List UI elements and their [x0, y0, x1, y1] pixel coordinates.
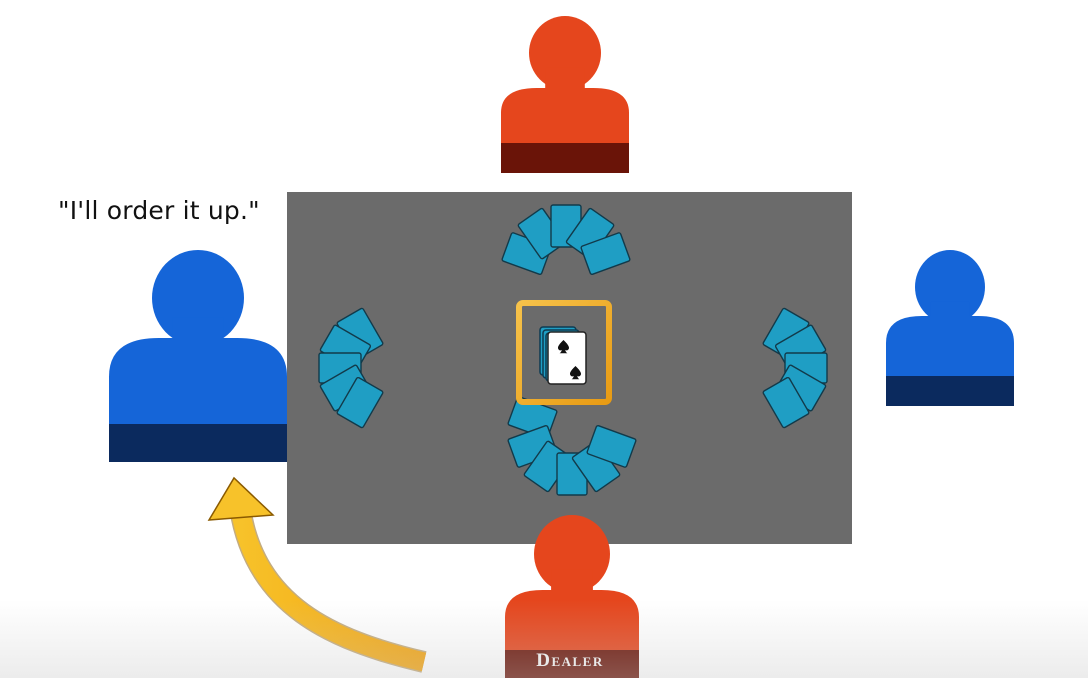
player-south-avatar — [505, 515, 639, 678]
player-west-avatar — [109, 250, 287, 462]
avatar-base — [501, 143, 629, 173]
curved-arrow-icon — [207, 476, 427, 673]
avatar-body — [505, 590, 639, 650]
hand-east — [762, 307, 828, 429]
avatar-base — [109, 424, 287, 462]
player-north-avatar — [501, 16, 629, 173]
dealer-label: Dealer — [536, 650, 604, 671]
spade-icon — [558, 340, 569, 354]
turned-up-card — [547, 331, 587, 385]
card-back — [580, 232, 631, 276]
spade-icon — [570, 366, 581, 380]
kitty[interactable] — [516, 300, 612, 405]
avatar-body — [109, 338, 287, 424]
avatar-body — [886, 316, 1014, 376]
player-east-avatar — [886, 250, 1014, 406]
avatar-body — [501, 88, 629, 143]
card-back — [336, 376, 384, 429]
card-back — [762, 376, 810, 429]
hand-west — [318, 307, 384, 429]
kitty-frame — [516, 300, 612, 405]
avatar-base — [505, 650, 639, 678]
avatar-base — [886, 376, 1014, 406]
card-back — [586, 424, 637, 468]
hand-south — [507, 396, 637, 496]
hand-north — [501, 204, 631, 276]
speech-quote: "I'll order it up." — [58, 196, 260, 225]
